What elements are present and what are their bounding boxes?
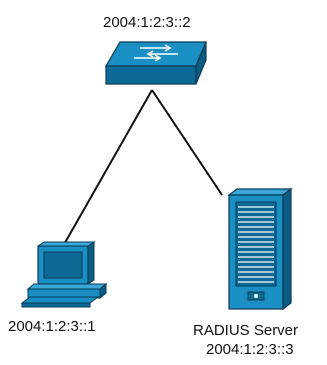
switch-address-label: 2004:1:2:3::2 [103,14,191,31]
server-tower-icon [227,187,293,311]
network-switch-icon [104,41,207,85]
server-address-label: 2004:1:2:3::3 [206,341,294,358]
pc-address-label: 2004:1:2:3::1 [8,318,96,335]
server-name-label: RADIUS Server [193,322,299,339]
desktop-computer-icon [20,241,108,308]
link-switch-to-pc [61,89,153,249]
link-switch-to-server [151,89,223,196]
